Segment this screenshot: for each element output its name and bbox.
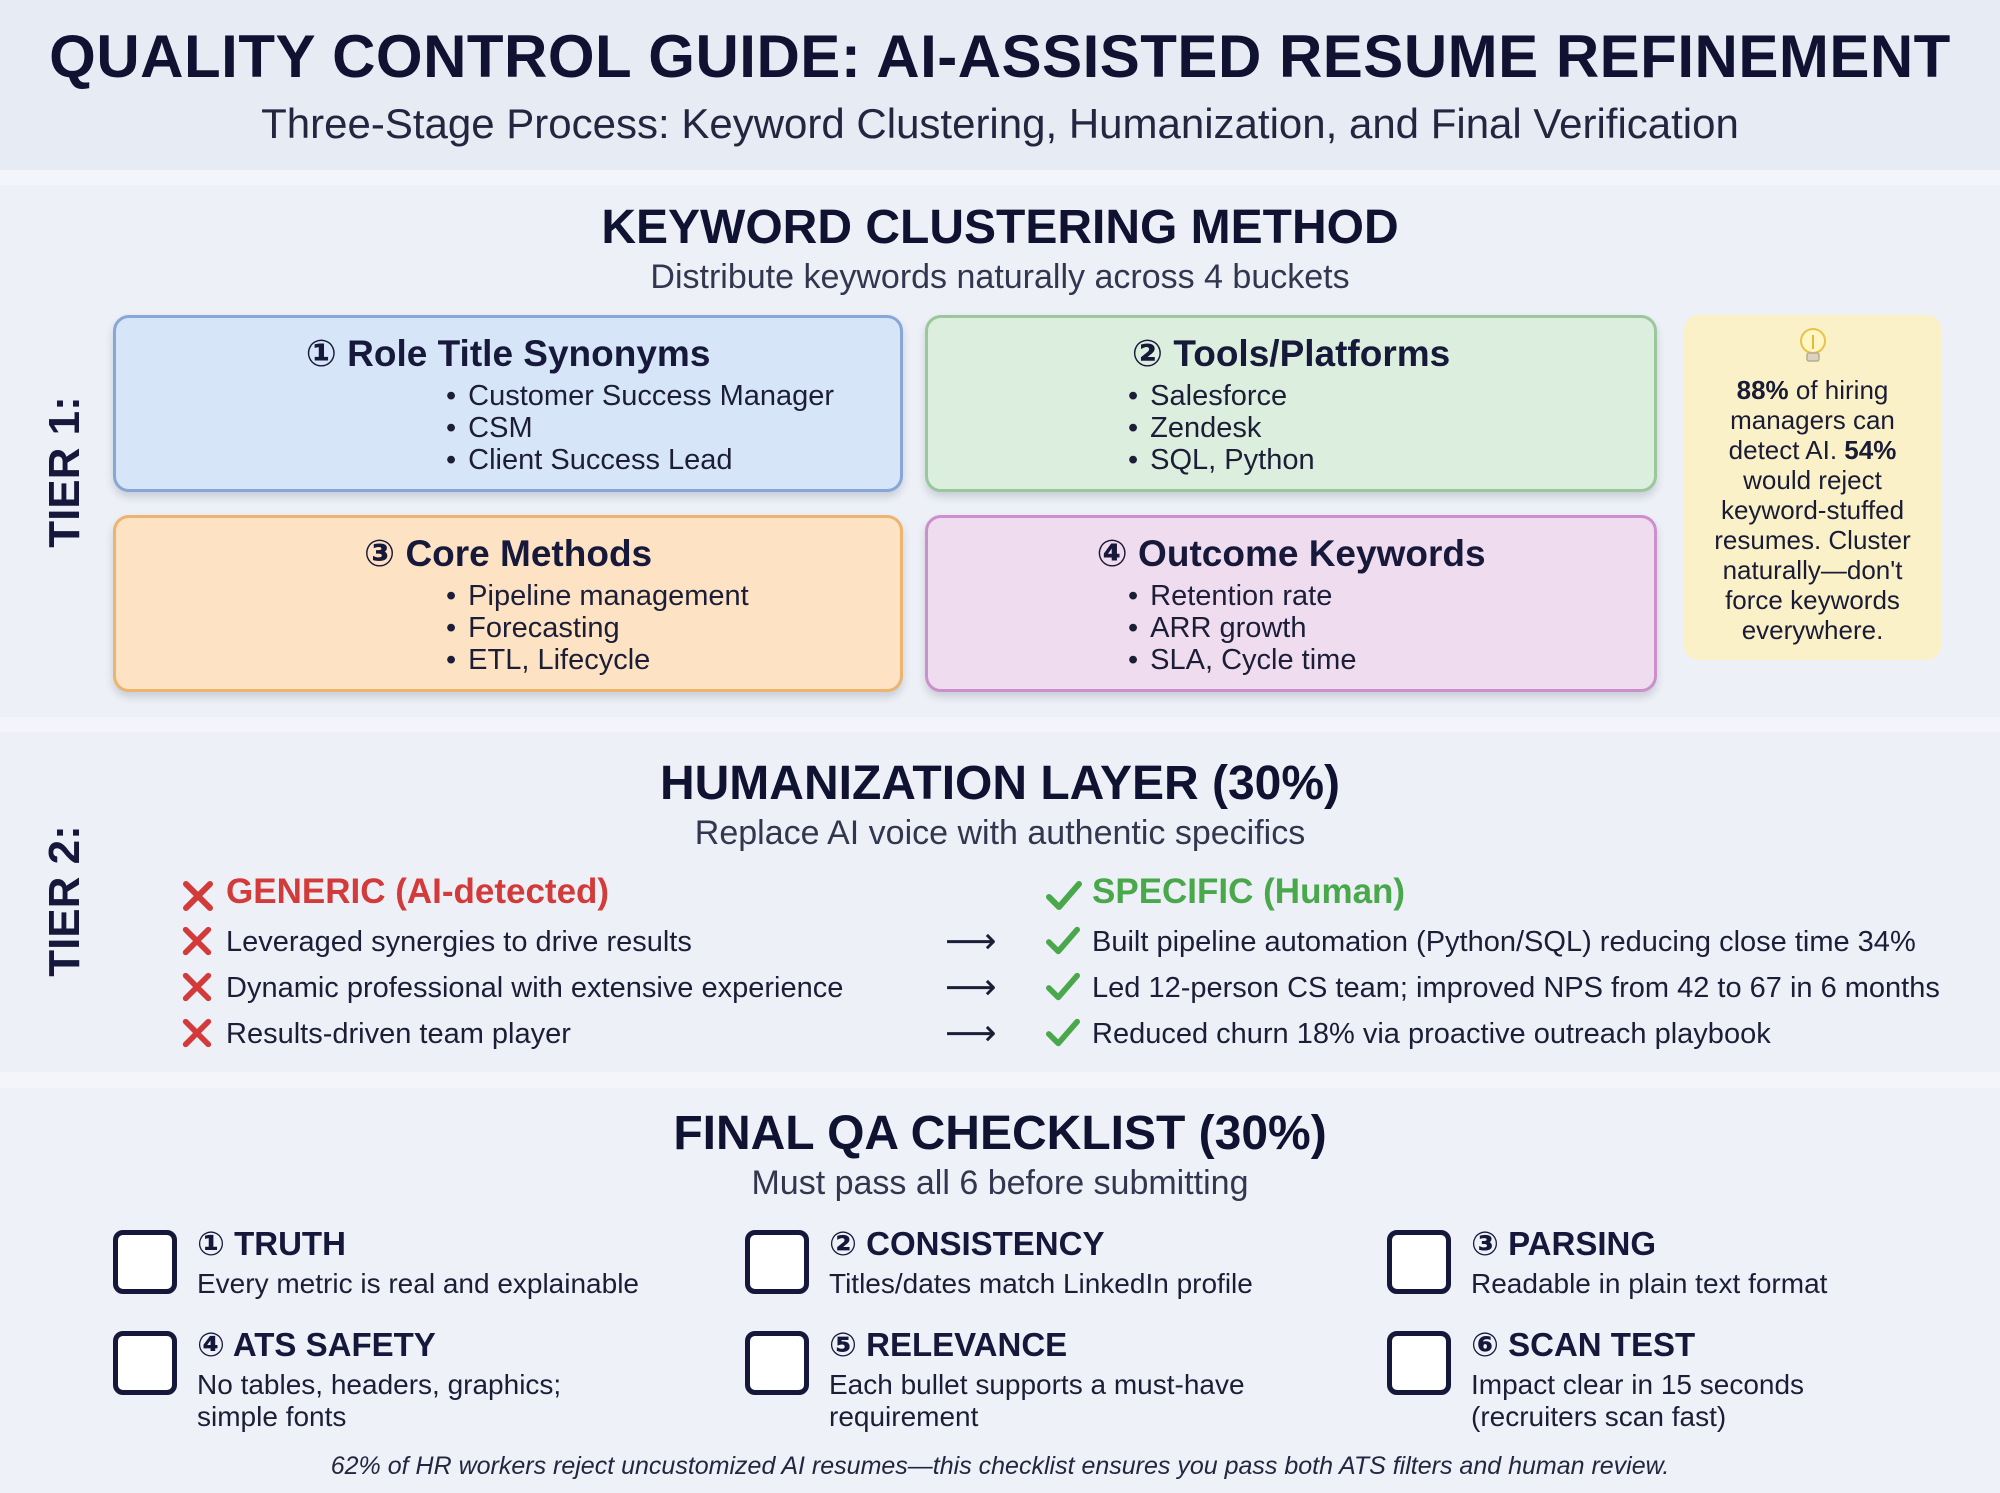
generic-column-heading: GENERIC (AI-detected): [226, 872, 610, 911]
checklist-item-desc: Each bullet supports a must-have require…: [829, 1369, 1245, 1432]
bucket-title: ④ Outcome Keywords: [1096, 533, 1486, 574]
checklist-item-title: ⑥ SCAN TEST: [1471, 1326, 1696, 1363]
footer-note: 62% of HR workers reject uncustomized AI…: [330, 1452, 1670, 1480]
checklist-item-truth[interactable]: ① TRUTH Every metric is real and explain…: [113, 1225, 713, 1330]
lightbulb-icon: [1684, 323, 1941, 376]
specific-phrase: Built pipeline automation (Python/SQL) r…: [1092, 926, 1916, 958]
bucket-item: Customer Success Manager: [446, 380, 834, 412]
specific-phrase: Led 12-person CS team; improved NPS from…: [1092, 972, 1940, 1004]
bucket-item: ETL, Lifecycle: [446, 644, 749, 676]
arrow-right-icon: ⟶: [945, 966, 997, 1007]
bucket-outcome-keywords: ④ Outcome Keywords Retention rate ARR gr…: [925, 515, 1657, 692]
checklist-item-desc: No tables, headers, graphics; simple fon…: [197, 1369, 562, 1432]
generic-phrase: Results-driven team player: [226, 1018, 571, 1050]
checkbox[interactable]: [113, 1331, 177, 1395]
bucket-item: ARR growth: [1128, 612, 1356, 644]
page-title: QUALITY CONTROL GUIDE: AI-ASSISTED RESUM…: [49, 23, 1951, 90]
bucket-title: ③ Core Methods: [363, 533, 653, 574]
bucket-item: SQL, Python: [1128, 444, 1314, 476]
stat-callout-text: 88% of hiring managers can detect AI. 54…: [1714, 375, 1911, 645]
checkbox[interactable]: [745, 1331, 809, 1395]
checklist-item-desc: Impact clear in 15 seconds (recruiters s…: [1471, 1369, 1805, 1432]
checkbox[interactable]: [1387, 1331, 1451, 1395]
checkbox[interactable]: [1387, 1230, 1451, 1294]
bucket-item: Zendesk: [1128, 412, 1315, 444]
bucket-item: Client Success Lead: [446, 444, 834, 476]
tier3-subtitle: Must pass all 6 before submitting: [751, 1164, 1249, 1202]
cross-icon: [180, 970, 214, 1009]
cross-icon: [180, 878, 216, 919]
check-icon: [1045, 970, 1081, 1009]
arrow-right-icon: ⟶: [945, 1012, 997, 1053]
checklist-item-title: ② CONSISTENCY: [829, 1225, 1105, 1262]
bucket-item: Forecasting: [446, 612, 749, 644]
bucket-tools-platforms: ② Tools/Platforms Salesforce Zendesk SQL…: [925, 315, 1657, 492]
checkbox[interactable]: [745, 1230, 809, 1294]
checklist-item-desc: Every metric is real and explainable: [197, 1268, 639, 1299]
tier1-title: KEYWORD CLUSTERING METHOD: [601, 201, 1399, 254]
tier1-subtitle: Distribute keywords naturally across 4 b…: [650, 258, 1350, 296]
checklist-item-parsing[interactable]: ③ PARSING Readable in plain text format: [1387, 1225, 1987, 1330]
arrow-right-icon: ⟶: [945, 920, 997, 961]
bucket-item: Pipeline management: [446, 580, 749, 612]
comparison-row: Results-driven team player ⟶ Reduced chu…: [0, 1012, 2000, 1056]
bucket-core-methods: ③ Core Methods Pipeline management Forec…: [113, 515, 903, 692]
cross-icon: [180, 924, 214, 963]
tier2-subtitle: Replace AI voice with authentic specific…: [694, 814, 1306, 852]
comparison-row: Leveraged synergies to drive results ⟶ B…: [0, 920, 2000, 964]
cross-icon: [180, 1016, 214, 1055]
specific-phrase: Reduced churn 18% via proactive outreach…: [1092, 1018, 1771, 1050]
check-icon: [1045, 924, 1081, 963]
checklist-item-scan-test[interactable]: ⑥ SCAN TEST Impact clear in 15 seconds (…: [1387, 1326, 1987, 1432]
page-subtitle: Three-Stage Process: Keyword Clustering,…: [261, 100, 1739, 147]
header-banner: QUALITY CONTROL GUIDE: AI-ASSISTED RESUM…: [0, 0, 2000, 170]
tier2-section: [0, 732, 2000, 1072]
bucket-item: SLA, Cycle time: [1128, 644, 1356, 676]
tier2-title: HUMANIZATION LAYER (30%): [659, 757, 1341, 810]
checklist-item-relevance[interactable]: ⑤ RELEVANCE Each bullet supports a must-…: [745, 1326, 1345, 1432]
checklist-item-ats-safety[interactable]: ④ ATS SAFETY No tables, headers, graphic…: [113, 1326, 713, 1432]
checklist-item-title: ④ ATS SAFETY: [197, 1326, 436, 1363]
bucket-item: CSM: [446, 412, 834, 444]
checklist-item-desc: Readable in plain text format: [1471, 1268, 1828, 1299]
check-icon: [1045, 878, 1083, 919]
bucket-item: Retention rate: [1128, 580, 1356, 612]
specific-column-heading: SPECIFIC (Human): [1092, 872, 1406, 911]
checklist-item-title: ① TRUTH: [197, 1225, 346, 1262]
generic-phrase: Leveraged synergies to drive results: [226, 926, 692, 958]
checklist-item-title: ③ PARSING: [1471, 1225, 1657, 1262]
tier3-section: [0, 1088, 2000, 1493]
check-icon: [1045, 1016, 1081, 1055]
bucket-title: ② Tools/Platforms: [1131, 333, 1451, 374]
tier3-title: FINAL QA CHECKLIST (30%): [673, 1107, 1327, 1160]
tier1-label: TIER 1:: [40, 396, 89, 548]
checkbox[interactable]: [113, 1230, 177, 1294]
comparison-row: Dynamic professional with extensive expe…: [0, 966, 2000, 1010]
checklist-item-title: ⑤ RELEVANCE: [829, 1326, 1068, 1363]
bucket-role-titles: ① Role Title Synonyms Customer Success M…: [113, 315, 903, 492]
bucket-item: Salesforce: [1128, 380, 1315, 412]
stat-callout: 88% of hiring managers can detect AI. 54…: [1684, 315, 1941, 660]
generic-phrase: Dynamic professional with extensive expe…: [226, 972, 844, 1004]
checklist-item-desc: Titles/dates match LinkedIn profile: [829, 1268, 1253, 1299]
checklist-item-consistency[interactable]: ② CONSISTENCY Titles/dates match LinkedI…: [745, 1225, 1345, 1330]
bucket-title: ① Role Title Synonyms: [305, 333, 711, 374]
